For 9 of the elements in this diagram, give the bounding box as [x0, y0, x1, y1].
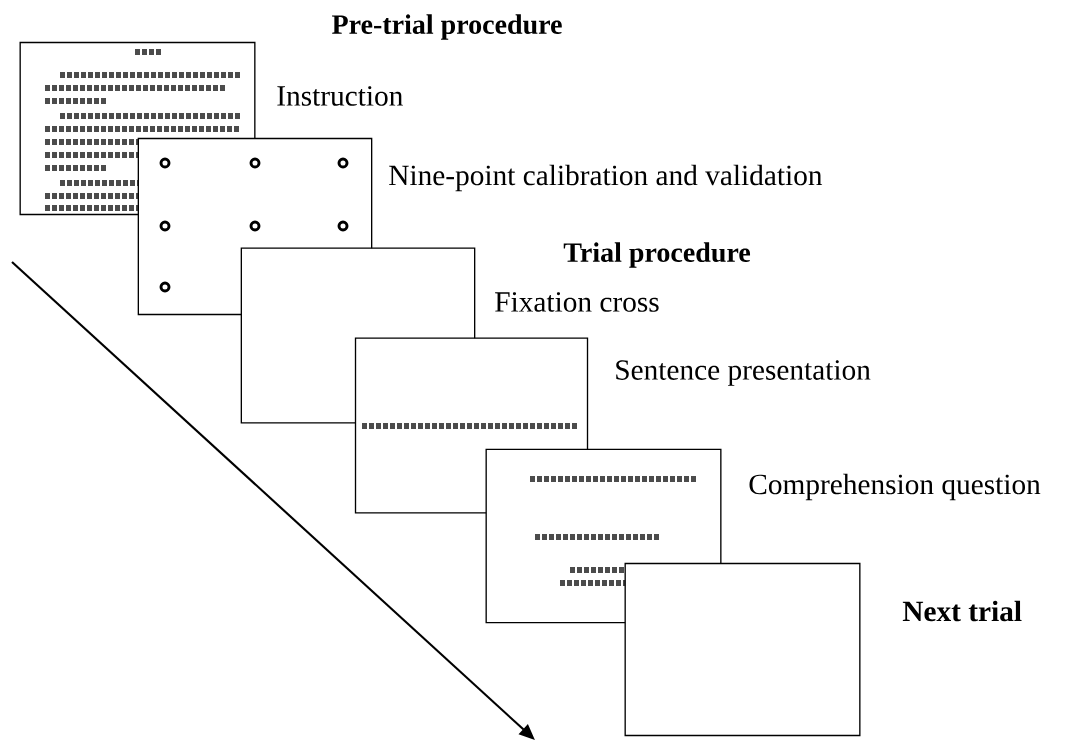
screen: [624, 562, 861, 737]
section-heading: Pre-trial procedure: [332, 14, 562, 40]
screen-label: Nine-point calibration and validation: [389, 164, 823, 192]
screen-label: Fixation cross: [495, 292, 659, 312]
screen-label: Next trial: [902, 600, 1022, 622]
screen-label: Comprehension question: [749, 473, 1041, 501]
screen-label: Instruction: [277, 86, 403, 106]
screen-label: Sentence presentation: [616, 360, 871, 386]
section-heading: Trial procedure: [563, 242, 751, 268]
